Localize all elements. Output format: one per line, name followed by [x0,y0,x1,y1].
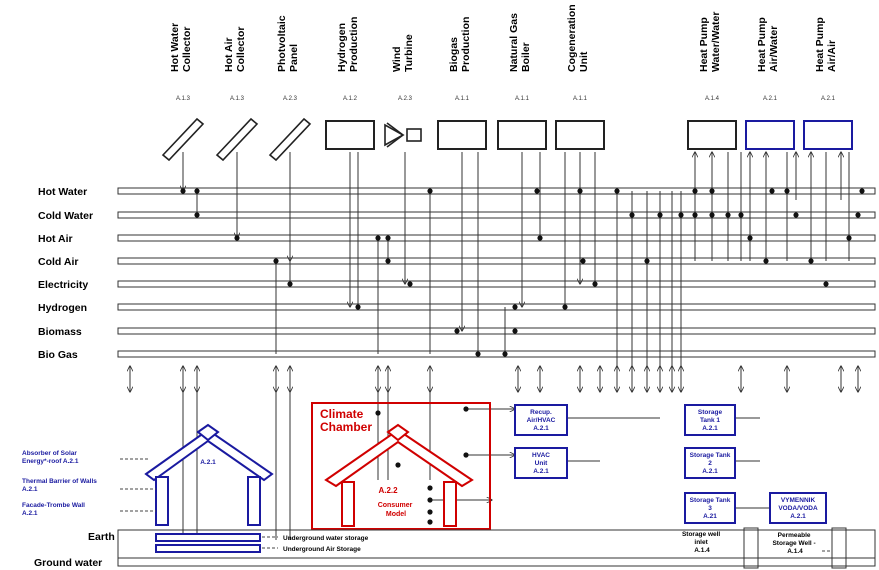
bus-line [117,303,876,311]
unit-box-icon [745,120,795,150]
ground-water-label: Ground water [34,557,102,569]
producer-label: CogenerationUnit [566,4,590,72]
solar-collector-icon [215,117,259,162]
bus-line [117,211,876,219]
producer-code: A.1.1 [515,96,530,102]
connectors [183,152,850,540]
producer-label: Heat PumpAir/Water [756,17,780,72]
bus-line [117,280,876,288]
producer-label: Hot WaterCollector [169,23,193,72]
bottom-arrows [130,366,858,392]
unit-box-icon [325,120,375,150]
climate-chamber-title: Climate Chamber [320,407,372,434]
bus-line [117,257,876,265]
producer-code: A.2.3 [398,96,413,102]
bus-label: Bio Gas [38,349,78,361]
producer-code: A.1.3 [230,96,245,102]
producer-label: Heat PumpWater/Water [698,12,722,72]
unit-box-icon [803,120,853,150]
consumer-model-label: Consumer Model [378,502,415,518]
climate-chamber-code: A.2.2 [378,486,398,495]
climate-chamber: Climate Chamber A.2.2 Consumer Model [311,402,491,530]
producer-label: Heat PumpAir/Air [814,17,838,72]
bus-label: Biomass [38,326,82,338]
producer-code: A.2.3 [283,96,298,102]
producer-code: A.1.2 [343,96,358,102]
house-left: A.2.1 Absorber of Solar Energy*-roof A.2… [22,423,274,526]
producer-icons [161,117,853,162]
producer-label: BiogasProduction [448,17,472,72]
producer-labels: Hot WaterCollector Hot AirCollector Photvo… [169,4,838,72]
bus-line [117,327,876,335]
storage-well-inlet-label: Storage well inlet A.1.4 [682,531,722,554]
producer-label: HydrogenProduction [336,17,360,72]
bus-line [117,234,876,242]
annotation-absorber: Absorber of Solar Energy*-roof A.2.1 [22,450,79,465]
producer-label: Hot AirCollector [223,26,247,72]
producer-code: A.2.1 [763,96,778,102]
annotation-thermal-barrier: Thermal Barrier of Walls A.2.1 [22,478,99,493]
producer-code: A.2.1 [821,96,836,102]
earth-label: Earth [88,531,115,543]
producer-label: PhotvoltaicPanel [276,15,300,72]
unit-box-icon [497,120,547,150]
producer-label: WindTurbine [391,34,415,72]
house-left-code: A.2.1 [200,459,216,466]
solar-collector-icon [161,117,205,162]
underground-water-label: Underground water storage [283,535,369,542]
unit-box-icon [555,120,605,150]
junction-dots [180,188,865,552]
permeable-storage-well-label: Permeable Storage Well - A.1.4 [772,532,817,555]
wind-turbine-icon [384,122,422,148]
underground-air-label: Underground Air Storage [283,546,361,553]
ground-area: Earth Ground water Underground water sto… [34,527,876,569]
bus-label: Hot Water [38,186,87,198]
solar-collector-icon [268,117,312,162]
bus-label: Hot Air [38,233,73,245]
bus-line [117,187,876,195]
bus-line [117,350,876,358]
producer-code: A.1.3 [176,96,191,102]
producer-codes: A.1.3 A.1.3 A.2.3 A.1.2 A.2.3 A.1.1 A.1.1 A.1.1… [176,96,836,102]
annotation-trombe-wall: Facade-Trombe Wall A.2.1 [22,502,87,517]
unit-box-icon [437,120,487,150]
bus-label: Hydrogen [38,302,87,314]
bus-label: Cold Water [38,210,93,222]
bus-label: Cold Air [38,256,78,268]
producer-code: A.1.1 [455,96,470,102]
producer-code: A.1.4 [705,96,720,102]
bus-lines [117,187,876,358]
bus-label: Electricity [38,279,88,291]
producer-code: A.1.1 [573,96,588,102]
producer-label: Natural GasBoiler [508,13,532,72]
unit-box-icon [687,120,737,150]
